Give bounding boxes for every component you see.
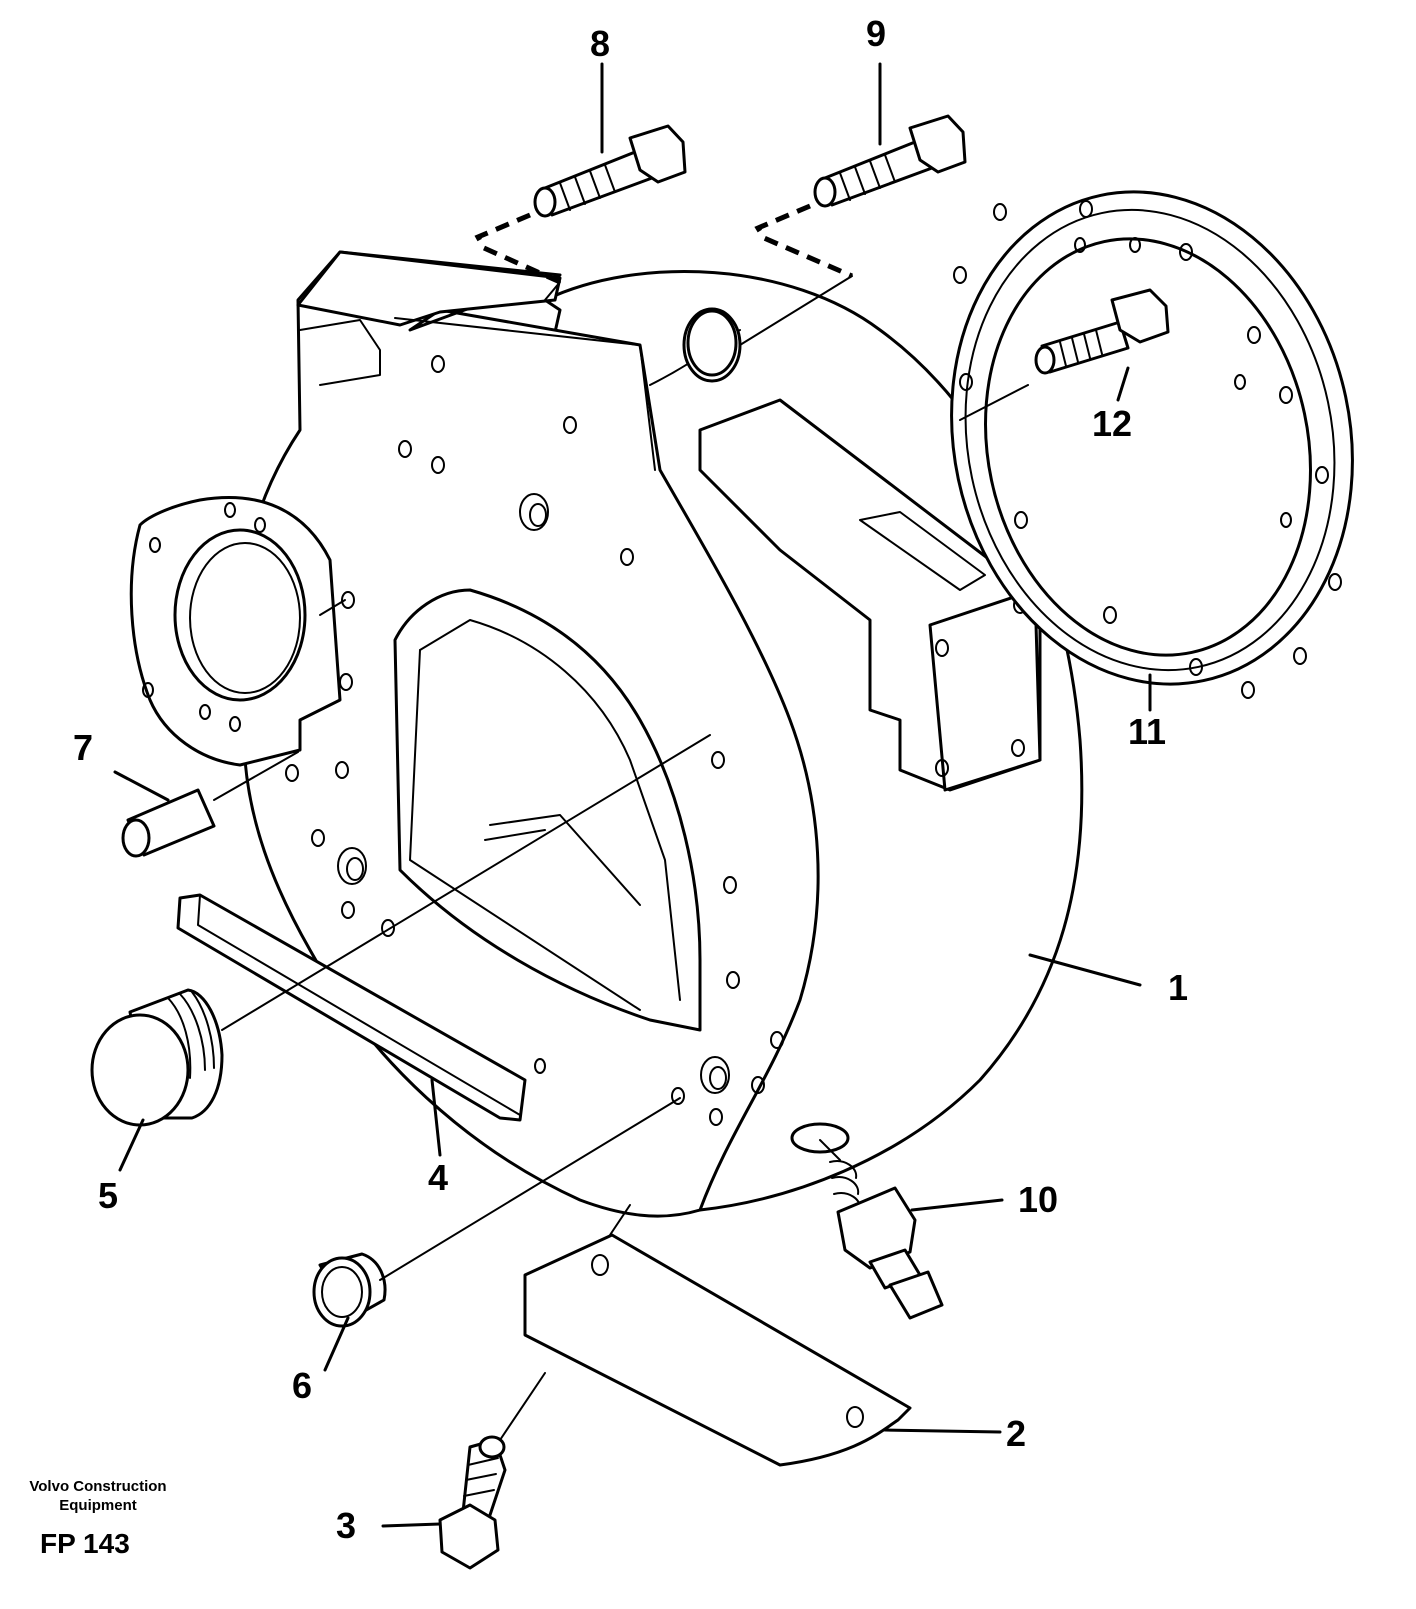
sensor <box>819 1139 944 1320</box>
publisher-line-2: Equipment <box>59 1497 137 1514</box>
callout-labels: 1 2 3 4 5 6 7 8 9 10 11 12 <box>73 13 1188 1546</box>
publisher-label: Volvo Construction Equipment <box>8 1477 188 1515</box>
callout-1: 1 <box>1168 967 1188 1008</box>
dowel-pin <box>121 599 346 858</box>
callout-5: 5 <box>98 1175 118 1216</box>
callout-9: 9 <box>866 13 886 54</box>
small-plug <box>312 1097 681 1328</box>
callout-2: 2 <box>1006 1413 1026 1454</box>
leader-lines <box>113 62 1152 1528</box>
bolt-12 <box>959 288 1170 421</box>
bolt-9 <box>739 114 967 346</box>
figure-code: FP 143 <box>40 1528 130 1559</box>
callout-8: 8 <box>590 23 610 64</box>
callout-10: 10 <box>1018 1179 1058 1220</box>
flywheel-housing <box>129 250 1084 1218</box>
bolt-8 <box>474 124 687 285</box>
inspection-plug <box>90 734 711 1127</box>
callout-6: 6 <box>292 1365 312 1406</box>
bolt-3 <box>438 1372 546 1570</box>
callout-7: 7 <box>73 727 93 768</box>
callout-11: 11 <box>1128 711 1166 752</box>
cover-strip <box>176 893 527 1122</box>
callout-4: 4 <box>428 1157 448 1198</box>
callout-12: 12 <box>1092 403 1132 444</box>
cover-plate <box>523 1204 912 1467</box>
publisher-line-1: Volvo Construction <box>29 1478 167 1495</box>
callout-3: 3 <box>336 1505 356 1546</box>
